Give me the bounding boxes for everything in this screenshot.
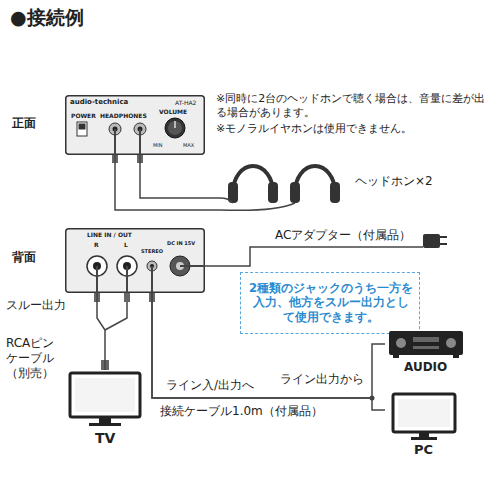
rca-wire <box>105 293 127 330</box>
device-label: TV <box>95 430 115 448</box>
panel-label: VOLUME <box>159 108 187 116</box>
diagram-title: ●接続例 <box>10 6 84 30</box>
panel-label: L <box>124 241 128 249</box>
view-label: 背面 <box>12 250 36 265</box>
panel-label: R <box>94 241 99 249</box>
pc: PC <box>385 392 465 462</box>
adapter-label: ACアダプター（付属品） <box>275 228 411 243</box>
amplifier-back-panel: LINE IN / OUT R L STEREO DC IN 15V <box>65 228 205 293</box>
panel-label: HEADPHONES <box>100 112 147 120</box>
cable <box>115 155 220 210</box>
panel-label: MAX <box>183 142 194 148</box>
cable <box>205 247 275 266</box>
rca-plug <box>124 293 130 302</box>
panel-label: POWER <box>71 112 96 120</box>
panel-label: MIN <box>153 142 163 148</box>
cable-label: ライン入/出力へ <box>166 378 254 393</box>
cable-label: 接続ケーブル1.0m（付属品） <box>160 404 323 419</box>
brand-name: audio-technica <box>70 98 128 107</box>
note-box: 2種類のジャックのうち一方を入力、他方をスルー出力として使用できます。 <box>240 272 420 334</box>
note-label: ※同時に2台のヘッドホンで聴く場合は、音量に差が出る場合があります。 <box>216 92 494 120</box>
note-label: ※モノラルイヤホンは使用できません。 <box>216 122 494 136</box>
device-label: AUDIO <box>404 360 447 375</box>
cable-label: ライン出力から <box>280 372 364 387</box>
amplifier-front-panel: audio-technica AT-HA2POWER HEADPHONES VOLUM… <box>65 95 205 155</box>
tv: TV <box>65 370 145 452</box>
audio: AUDIO <box>385 328 470 380</box>
headphones: ヘッドホン×2 <box>220 140 445 220</box>
headphone-label: ヘッドホン×2 <box>355 174 433 189</box>
note-text: 2種類のジャックのうち一方を入力、他方をスルー出力として使用できます。 <box>249 281 413 324</box>
amplifier-back-panel-outline <box>65 228 205 293</box>
cable <box>140 155 220 198</box>
model-name: AT-HA2 <box>175 99 196 107</box>
cable <box>97 293 105 370</box>
panel-label: STEREO <box>141 248 163 254</box>
cable-label: RCAピンケーブル（別売） <box>6 336 66 381</box>
cable-label: スルー出力 <box>6 298 66 313</box>
panel-label: LINE IN / OUT <box>87 231 132 239</box>
ac-adapter: ACアダプター（付属品） <box>275 225 450 255</box>
view-label: 正面 <box>12 116 36 131</box>
panel-label: DC IN 15V <box>167 240 195 246</box>
device-label: PC <box>414 442 433 458</box>
